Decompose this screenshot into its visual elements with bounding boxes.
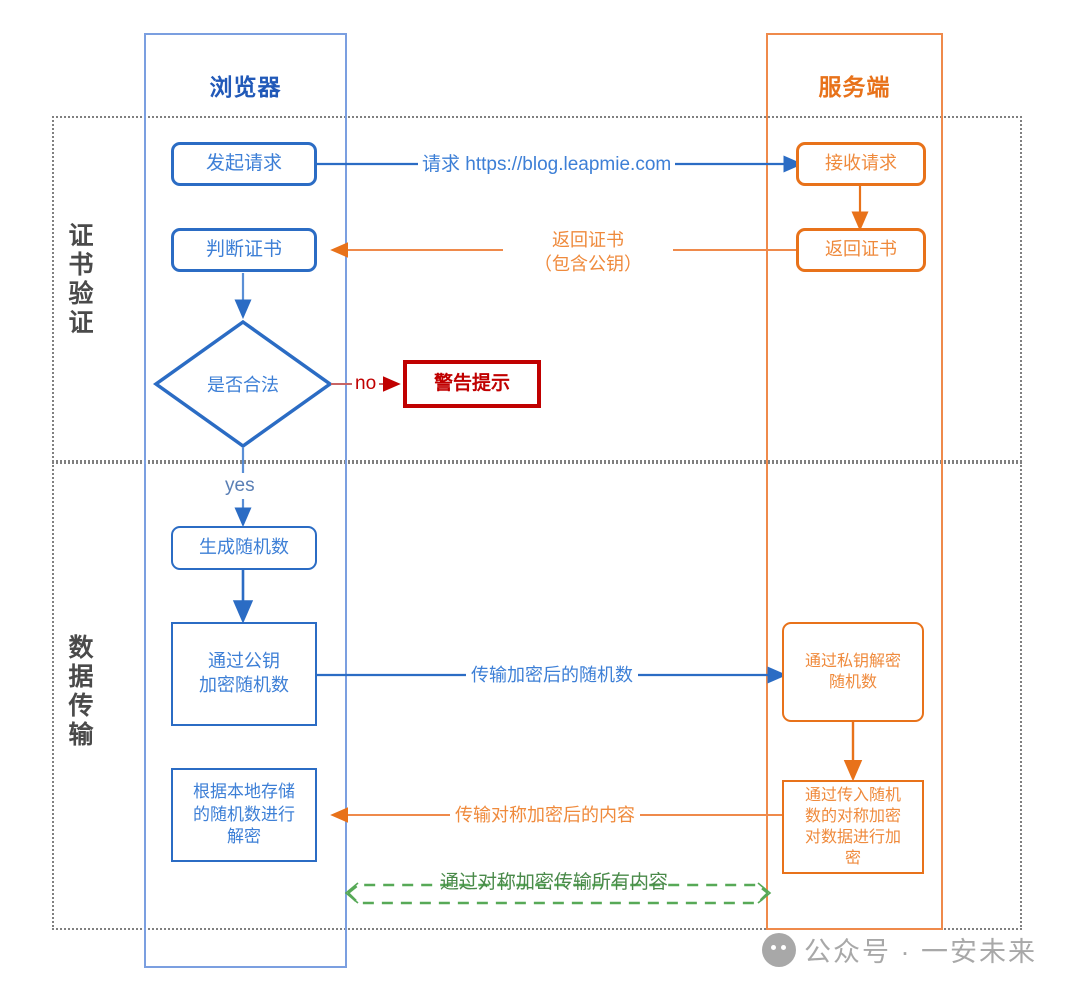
column-title-browser-label: 浏览器 — [209, 74, 282, 100]
node-warning-prompt[interactable]: 警告提示 — [403, 360, 541, 408]
connector-label-yes: yes — [222, 473, 258, 499]
connector-label-return-cert-line2: （包含公钥） — [534, 254, 642, 275]
node-judge-cert-label: 判断证书 — [205, 239, 282, 261]
watermark: 公众号 · 一安未来 — [762, 930, 1037, 969]
node-symmetric-encrypt[interactable]: 通过传入随机 数的对称加密 对数据进行加 密 — [782, 780, 924, 874]
node-generate-random-label: 生成随机数 — [199, 537, 289, 558]
connector-label-no-text: no — [355, 373, 377, 394]
node-symmetric-encrypt-line2: 数的对称加密 — [804, 807, 901, 825]
connector-label-transmit-content-text: 传输对称加密后的内容 — [455, 805, 635, 825]
node-receive-request[interactable]: 接收请求 — [796, 142, 926, 186]
connector-label-yes-text: yes — [225, 475, 255, 496]
connector-label-secure-channel-text: 通过对称加密传输所有内容 — [440, 872, 669, 893]
node-decrypt-random-line1: 通过私钥解密 — [804, 652, 901, 670]
section-frame-cert-verify — [52, 116, 1022, 462]
connector-label-no: no — [352, 371, 380, 397]
node-send-request-label: 发起请求 — [205, 153, 282, 175]
connector-label-transmit-random: 传输加密后的随机数 — [466, 663, 638, 688]
section-label-data-transfer: 数据传输 — [65, 634, 93, 750]
node-generate-random[interactable]: 生成随机数 — [171, 526, 317, 570]
node-symmetric-encrypt-line4: 密 — [844, 850, 861, 868]
lifeline-column-browser — [144, 33, 347, 968]
connector-label-request-url: 请求 https://blog.leapmie.com — [418, 152, 676, 178]
connector-label-transmit-random-text: 传输加密后的随机数 — [471, 665, 633, 685]
decision-is-valid-label: 是否合法 — [207, 375, 279, 395]
node-local-decrypt[interactable]: 根据本地存储 的随机数进行 解密 — [171, 768, 317, 862]
section-frame-data-transfer — [52, 462, 1022, 930]
node-send-request[interactable]: 发起请求 — [171, 142, 317, 186]
node-encrypt-random-line1: 通过公钥 — [208, 651, 280, 672]
connector-label-return-cert-line1: 返回证书 — [552, 230, 624, 250]
column-title-server: 服务端 — [766, 68, 943, 102]
section-label-cert-verify-text: 证书验证 — [65, 222, 93, 338]
connector-label-return-cert: 返回证书 （包含公钥） — [503, 228, 673, 277]
watermark-label: 公众号 · 一安未来 — [804, 937, 1037, 967]
node-warning-prompt-label: 警告提示 — [433, 373, 510, 395]
node-return-cert[interactable]: 返回证书 — [796, 228, 926, 272]
node-symmetric-encrypt-line3: 对数据进行加 — [804, 829, 901, 846]
node-local-decrypt-line3: 解密 — [227, 827, 261, 847]
connector-label-transmit-content: 传输对称加密后的内容 — [450, 803, 640, 828]
section-label-cert-verify: 证书验证 — [65, 222, 93, 338]
column-title-server-label: 服务端 — [818, 74, 891, 100]
node-decrypt-random[interactable]: 通过私钥解密 随机数 — [782, 622, 924, 722]
section-label-data-transfer-text: 数据传输 — [65, 634, 93, 750]
node-encrypt-random-line2: 加密随机数 — [199, 675, 289, 695]
wechat-icon — [762, 932, 796, 967]
node-local-decrypt-line1: 根据本地存储 — [193, 782, 295, 802]
node-local-decrypt-line2: 的随机数进行 — [193, 804, 295, 824]
connector-label-secure-channel: 通过对称加密传输所有内容 — [435, 870, 673, 896]
node-judge-cert[interactable]: 判断证书 — [171, 228, 317, 272]
node-symmetric-encrypt-line1: 通过传入随机 — [804, 786, 901, 804]
node-return-cert-label: 返回证书 — [825, 239, 897, 260]
column-title-browser: 浏览器 — [144, 68, 347, 102]
lifeline-column-server — [766, 33, 943, 930]
node-decrypt-random-line2: 随机数 — [828, 674, 877, 691]
decision-is-valid[interactable]: 是否合法 — [156, 322, 330, 446]
connector-label-request-url-text: 请求 https://blog.leapmie.com — [422, 154, 672, 175]
node-receive-request-label: 接收请求 — [825, 153, 897, 174]
node-encrypt-random[interactable]: 通过公钥 加密随机数 — [171, 622, 317, 726]
